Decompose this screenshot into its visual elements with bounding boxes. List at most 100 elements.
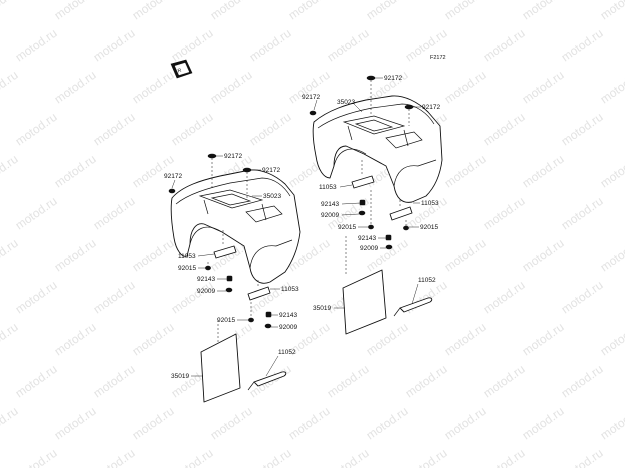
watermark-text: motod.ru bbox=[91, 446, 138, 468]
watermark-text: motod.ru bbox=[364, 404, 411, 443]
watermark-text: motod.ru bbox=[325, 26, 372, 65]
right-washer-92009-b bbox=[385, 244, 393, 250]
watermark-text: motod.ru bbox=[130, 0, 177, 22]
right-callout-92143-a: 92143 bbox=[321, 201, 339, 208]
watermark-text: motod.ru bbox=[52, 404, 99, 443]
left-callout-92143-b: 92143 bbox=[279, 312, 297, 319]
left-washer-92009-a bbox=[225, 287, 233, 293]
watermark-text: motod.ru bbox=[520, 68, 567, 107]
right-callout-92009-b: 92009 bbox=[360, 245, 378, 252]
watermark-text: motod.ru bbox=[442, 320, 489, 359]
watermark-text: motod.ru bbox=[130, 152, 177, 191]
watermark-text: motod.ru bbox=[559, 278, 606, 317]
left-nut-92143-a bbox=[226, 275, 233, 282]
watermark-text: motod.ru bbox=[247, 26, 294, 65]
watermark-text: motod.ru bbox=[559, 26, 606, 65]
right-leader-lines bbox=[313, 77, 421, 309]
watermark-text: motod.ru bbox=[13, 362, 60, 401]
watermark-text: motod.ru bbox=[0, 320, 21, 359]
watermark-text: motod.ru bbox=[520, 0, 567, 22]
right-callout-92172-top: 92172 bbox=[384, 75, 402, 82]
watermark-text: motod.ru bbox=[52, 0, 99, 22]
watermark-text: motod.ru bbox=[364, 320, 411, 359]
right-bolt-92015-a bbox=[368, 190, 374, 230]
right-nut-92143-b bbox=[385, 234, 392, 241]
left-callout-92015-a: 92015 bbox=[178, 265, 196, 272]
watermark-text: motod.ru bbox=[13, 26, 60, 65]
watermark-text: motod.ru bbox=[598, 0, 625, 22]
right-callout-11053-b: 11053 bbox=[421, 200, 439, 207]
left-rear-fender bbox=[170, 169, 301, 284]
watermark-text: motod.ru bbox=[91, 26, 138, 65]
left-bracket-11053-a bbox=[213, 230, 237, 259]
watermark-text: motod.ru bbox=[0, 152, 21, 191]
left-callout-92143-a: 92143 bbox=[197, 276, 215, 283]
watermark-text: motod.ru bbox=[130, 404, 177, 443]
right-callout-35019: 35019 bbox=[313, 305, 331, 312]
watermark-text: motod.ru bbox=[559, 194, 606, 233]
watermark-text: motod.ru bbox=[481, 26, 528, 65]
right-mud-flap-35019 bbox=[342, 236, 387, 335]
watermark-text: motod.ru bbox=[91, 278, 138, 317]
watermark-text: motod.ru bbox=[169, 26, 216, 65]
right-callout-35023: 35023 bbox=[337, 99, 355, 106]
left-screw-92172-b bbox=[242, 167, 252, 200]
watermark-text: motod.ru bbox=[52, 236, 99, 275]
watermark-text: motod.ru bbox=[130, 320, 177, 359]
watermark-text: motod.ru bbox=[13, 446, 60, 468]
watermark-text: motod.ru bbox=[0, 404, 21, 443]
book-icon: R bbox=[170, 59, 193, 79]
right-callout-92143-b: 92143 bbox=[358, 235, 376, 242]
left-callout-11053-b: 11053 bbox=[281, 286, 299, 293]
watermark-text: motod.ru bbox=[91, 110, 138, 149]
right-bracket-11053-a bbox=[351, 160, 375, 189]
watermark-text: motod.ru bbox=[559, 446, 606, 468]
left-washer-92009-b bbox=[264, 323, 272, 329]
watermark-text: motod.ru bbox=[481, 362, 528, 401]
watermark-text: motod.ru bbox=[286, 0, 333, 22]
right-callout-92015-a: 92015 bbox=[338, 224, 356, 231]
watermark-text: motod.ru bbox=[442, 152, 489, 191]
right-bolt-92015-b bbox=[403, 220, 409, 231]
watermark-text: motod.ru bbox=[0, 68, 21, 107]
watermark-text: motod.ru bbox=[169, 110, 216, 149]
left-bracket-11053-b bbox=[247, 280, 271, 301]
left-strip-11052 bbox=[247, 371, 287, 391]
watermark-text: motod.ru bbox=[0, 0, 21, 22]
left-callout-35019: 35019 bbox=[171, 373, 189, 380]
left-callout-92009-a: 92009 bbox=[197, 288, 215, 295]
watermark-text: motod.ru bbox=[208, 404, 255, 443]
watermark-text: motod.ru bbox=[247, 446, 294, 468]
watermark-text: motod.ru bbox=[13, 194, 60, 233]
watermark-text: motod.ru bbox=[325, 362, 372, 401]
watermark-text: motod.ru bbox=[13, 110, 60, 149]
watermark-text: motod.ru bbox=[13, 278, 60, 317]
left-callout-92009-b: 92009 bbox=[279, 324, 297, 331]
right-assembly: 92172 92172 35023 92172 11053 92143 9200… bbox=[302, 75, 443, 335]
watermark-text: motod.ru bbox=[442, 236, 489, 275]
right-callout-11052: 11052 bbox=[418, 277, 436, 284]
left-assembly: 92172 92172 92172 35023 11053 92015 9214… bbox=[164, 153, 301, 403]
watermark-text: motod.ru bbox=[325, 446, 372, 468]
watermark-text: motod.ru bbox=[481, 194, 528, 233]
watermark-text: motod.ru bbox=[520, 236, 567, 275]
watermark-text: motod.ru bbox=[598, 68, 625, 107]
watermark-text: motod.ru bbox=[520, 152, 567, 191]
watermark-text: motod.ru bbox=[598, 320, 625, 359]
left-callout-11052: 11052 bbox=[278, 349, 296, 356]
right-bracket-11053-b bbox=[389, 200, 413, 221]
watermark-text: motod.ru bbox=[598, 152, 625, 191]
left-callout-92172-top2: 92172 bbox=[262, 167, 280, 174]
watermark-text: motod.ru bbox=[0, 236, 21, 275]
watermark-text: motod.ru bbox=[442, 404, 489, 443]
right-screw-92172-c bbox=[309, 110, 317, 116]
right-strip-11052 bbox=[393, 297, 433, 317]
watermark-text: motod.ru bbox=[52, 152, 99, 191]
watermark-text: motod.ru bbox=[52, 68, 99, 107]
right-callout-92172-side: 92172 bbox=[302, 94, 320, 101]
watermark-text: motod.ru bbox=[442, 0, 489, 22]
left-callout-92015-b: 92015 bbox=[217, 317, 235, 324]
watermark-text: motod.ru bbox=[169, 446, 216, 468]
right-callout-92172-right: 92172 bbox=[422, 104, 440, 111]
